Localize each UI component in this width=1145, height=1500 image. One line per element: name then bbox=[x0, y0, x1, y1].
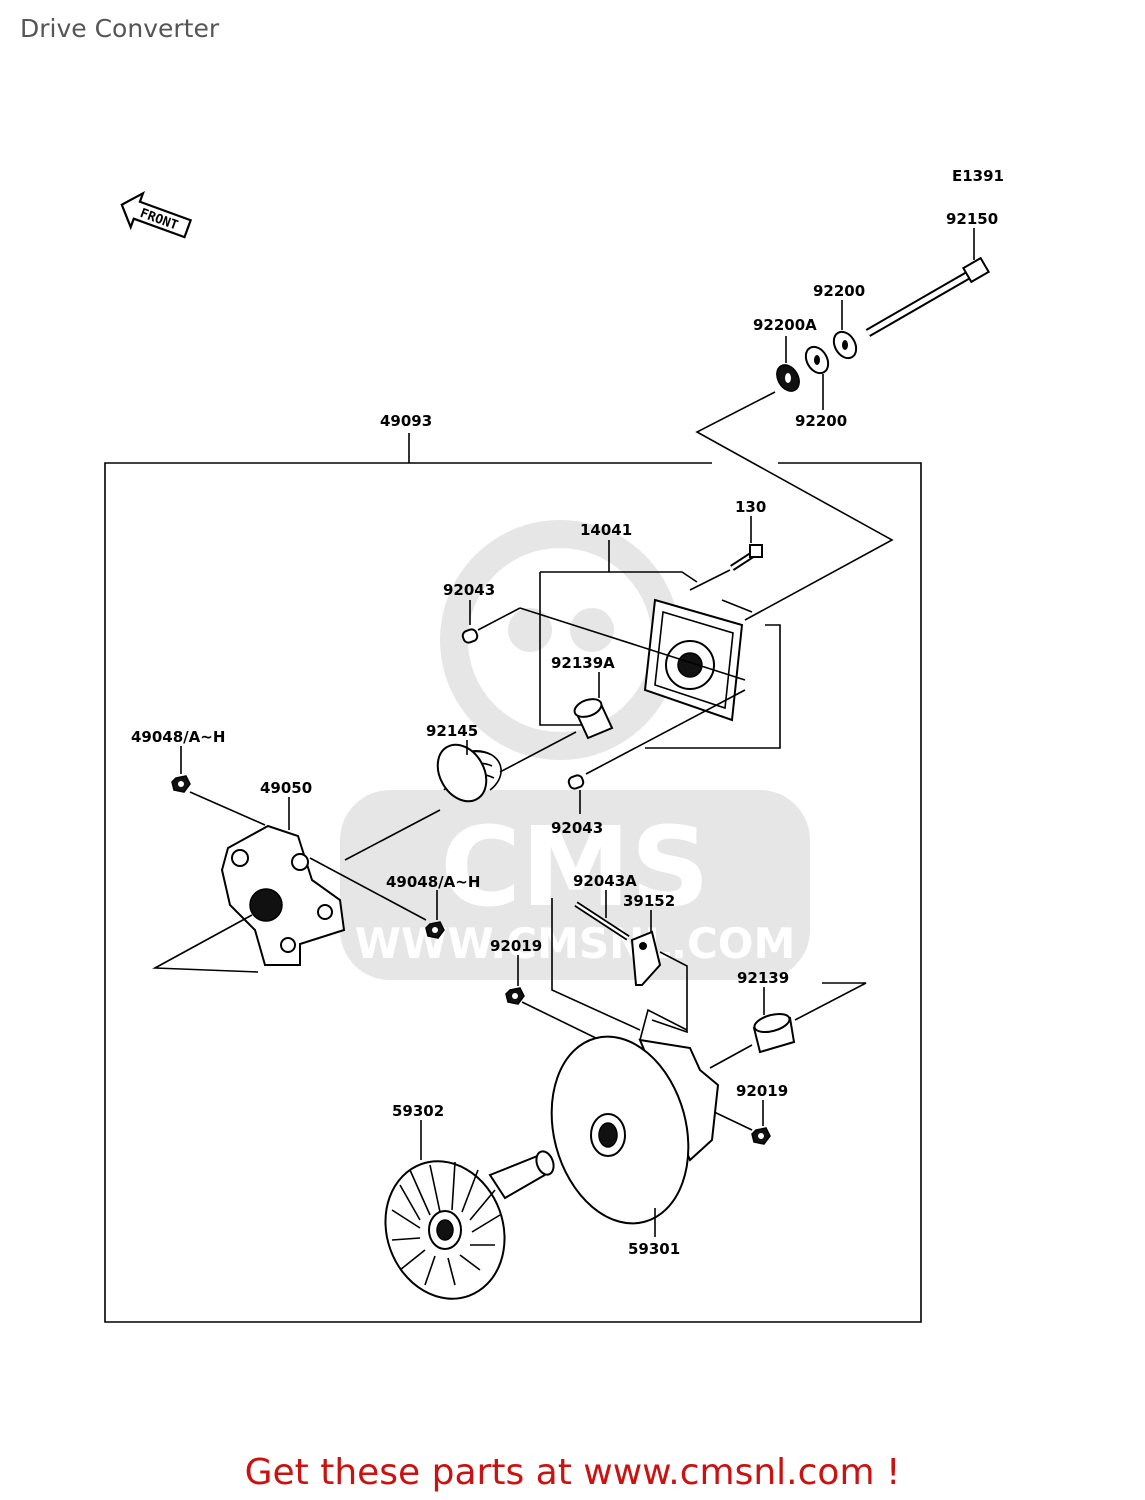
label-92139: 92139 bbox=[737, 969, 789, 987]
label-92200-top: 92200 bbox=[813, 282, 865, 300]
label-92145: 92145 bbox=[426, 722, 478, 740]
washer-92200a bbox=[776, 336, 800, 392]
pin-92043-mid bbox=[567, 689, 746, 814]
label-92019-right: 92019 bbox=[736, 1082, 788, 1100]
label-49048-mid: 49048/A~H bbox=[386, 873, 480, 891]
roller-92139a bbox=[499, 672, 614, 773]
watermark-eye-left bbox=[508, 608, 552, 652]
assembly-frame bbox=[104, 433, 922, 1323]
pin-92043-top bbox=[461, 600, 746, 681]
fixed-sheave-59301 bbox=[550, 1008, 720, 1237]
front-arrow-icon bbox=[120, 190, 193, 239]
shaft-92043a bbox=[551, 890, 641, 1031]
footer-link[interactable]: Get these parts at www.cmsnl.com ! bbox=[244, 1452, 901, 1493]
label-92043a: 92043A bbox=[573, 872, 637, 890]
watermark: CMS WWW.CMSNL.COM bbox=[340, 520, 810, 980]
washer-92200-bottom bbox=[804, 345, 830, 410]
washer-92200-top bbox=[832, 300, 858, 360]
label-92139a: 92139A bbox=[551, 654, 615, 672]
watermark-mascot-face bbox=[468, 548, 652, 732]
ramp-39152 bbox=[630, 910, 688, 1034]
label-59301: 59301 bbox=[628, 1240, 680, 1258]
front-direction-arrow: FRONT bbox=[120, 190, 193, 239]
label-49093: 49093 bbox=[380, 412, 432, 430]
label-92200-bottom: 92200 bbox=[795, 412, 847, 430]
spider-plate-14041 bbox=[539, 540, 781, 749]
watermark-badge bbox=[340, 790, 810, 980]
watermark-brand: CMS bbox=[440, 803, 709, 931]
page-title: Drive Converter bbox=[20, 14, 220, 43]
label-49050: 49050 bbox=[260, 779, 312, 797]
label-92043-mid: 92043 bbox=[551, 819, 603, 837]
bolt-130 bbox=[689, 516, 763, 591]
label-39152: 39152 bbox=[623, 892, 675, 910]
watermark-url: WWW.CMSNL.COM bbox=[355, 919, 796, 968]
nut-92019-right bbox=[709, 1100, 771, 1145]
label-92043-top: 92043 bbox=[443, 581, 495, 599]
drive-plate-49050 bbox=[152, 797, 346, 973]
label-14041: 14041 bbox=[580, 521, 632, 539]
nut-92019-left bbox=[505, 955, 605, 1043]
fan-sheave-59302 bbox=[384, 1120, 555, 1300]
roller-92139 bbox=[709, 982, 867, 1069]
spring-92145 bbox=[344, 740, 502, 861]
label-59302: 59302 bbox=[392, 1102, 444, 1120]
bolt-92150 bbox=[865, 228, 991, 337]
part-labels: 92150 92200 92200A 92200 49093 130 14041… bbox=[131, 210, 998, 1258]
label-92150: 92150 bbox=[946, 210, 998, 228]
watermark-eye-right bbox=[570, 608, 614, 652]
label-130: 130 bbox=[735, 498, 766, 516]
nut-49048-top bbox=[171, 746, 266, 826]
label-92200a: 92200A bbox=[753, 316, 817, 334]
label-49048-top: 49048/A~H bbox=[131, 728, 225, 746]
nut-49048-mid bbox=[309, 857, 445, 939]
label-92019-left: 92019 bbox=[490, 937, 542, 955]
diagram-code: E1391 bbox=[952, 167, 1004, 185]
